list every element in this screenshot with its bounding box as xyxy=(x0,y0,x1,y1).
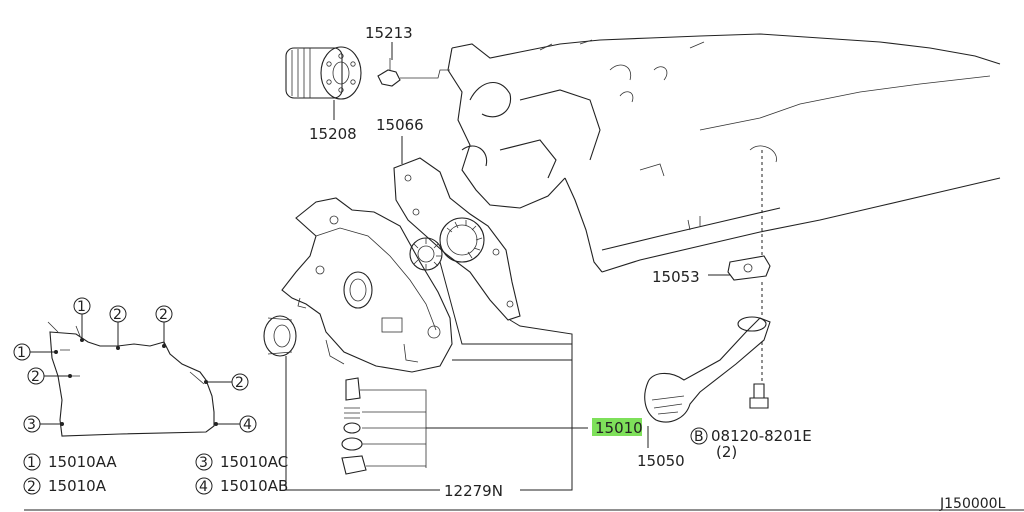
oil-filter xyxy=(285,46,362,100)
bolt-quantity: (2) xyxy=(716,443,737,461)
outline-marker: 2 xyxy=(235,375,244,391)
legend: 1 15010AA 2 15010A 3 15010AC 4 15010AB xyxy=(23,453,288,495)
callout-15050: 15050 xyxy=(637,452,685,470)
leader-lines xyxy=(24,42,1024,511)
bolt xyxy=(749,383,769,409)
legend-code: 15010AB xyxy=(220,477,288,495)
legend-num: 1 xyxy=(27,455,36,471)
legend-num: 3 xyxy=(199,455,208,471)
outline-marker: 1 xyxy=(17,345,26,361)
diagram-id: J150000L xyxy=(939,496,1006,512)
engine-block xyxy=(447,33,1001,273)
outline-marker: 3 xyxy=(27,417,36,433)
legend-num: 4 xyxy=(199,479,208,495)
legend-code: 15010AC xyxy=(220,453,288,471)
pump-gears xyxy=(409,217,485,271)
relief-valve-parts xyxy=(341,377,427,475)
legend-code: 15010A xyxy=(48,477,107,495)
callout-15053: 15053 xyxy=(652,268,700,286)
front-seal xyxy=(263,315,297,357)
oil-pump-body xyxy=(281,197,453,373)
callout-15208: 15208 xyxy=(309,125,357,143)
bolt-part-code: 08120-8201E xyxy=(711,427,812,445)
callout-15010[interactable]: 15010 xyxy=(595,419,643,437)
callout-15066: 15066 xyxy=(376,116,424,134)
gasket xyxy=(393,157,521,321)
legend-num: 2 xyxy=(27,479,36,495)
outline-marker: 2 xyxy=(31,369,40,385)
callout-15010-highlight xyxy=(592,418,642,436)
callout-labels: 15213 15208 15066 15053 15010 15050 1227… xyxy=(309,24,812,500)
outline-marker: 1 xyxy=(77,299,86,315)
outline-marker: 2 xyxy=(159,307,168,323)
outline-marker: 4 xyxy=(243,417,252,433)
bolt-marker-circle xyxy=(690,427,708,445)
callout-12279n: 12279N xyxy=(444,482,503,500)
outline-marker: 2 xyxy=(113,307,122,323)
legend-code: 15010AA xyxy=(48,453,117,471)
callout-15213: 15213 xyxy=(365,24,413,42)
pump-outline-detail: 1 2 2 1 2 2 3 4 xyxy=(13,297,257,437)
strainer-gasket xyxy=(727,255,771,281)
bolt-marker-letter: B xyxy=(694,429,704,445)
oil-strainer xyxy=(644,316,771,423)
oil-pressure-switch xyxy=(377,58,450,87)
